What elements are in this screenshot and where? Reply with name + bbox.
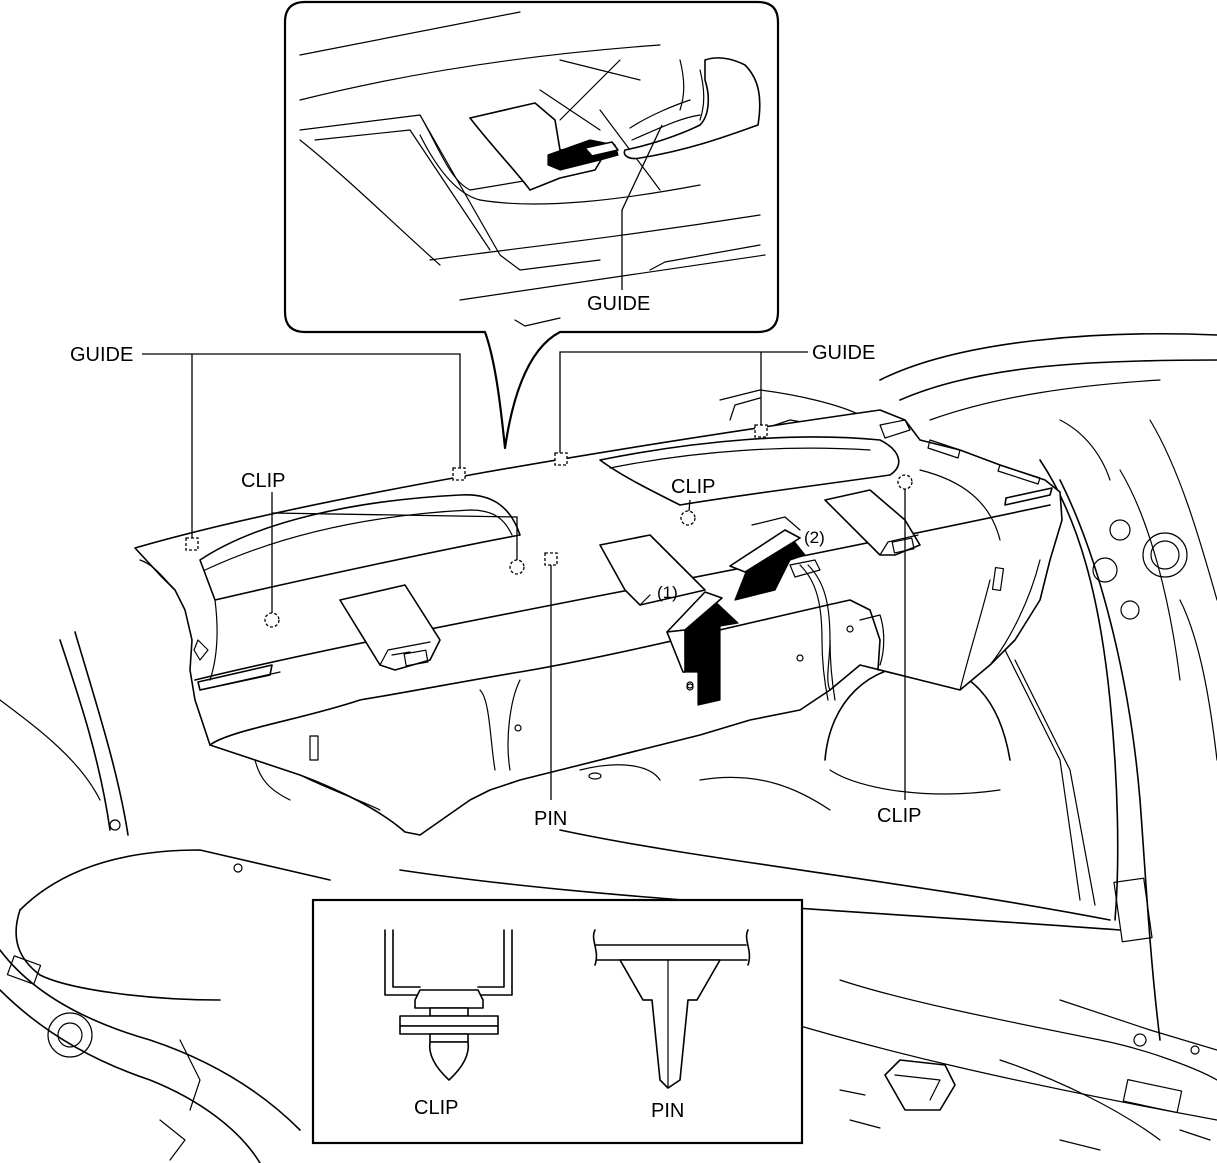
label-guide-right: GUIDE (812, 342, 875, 364)
clip-illustration (384, 929, 513, 1081)
clip-marker-1 (264, 612, 280, 628)
pin-marker (544, 552, 558, 566)
clip-marker-4 (897, 474, 913, 490)
removal-arrow-2 (729, 516, 821, 601)
guide-marker-1 (185, 537, 199, 551)
removal-arrow-1 (666, 591, 739, 706)
markers (185, 424, 913, 628)
label-clip-right: CLIP (877, 805, 921, 827)
label-guide-detail: GUIDE (587, 293, 650, 315)
label-pin-inset: PIN (651, 1100, 684, 1122)
guide-marker-2 (452, 467, 466, 481)
leader-lines (142, 351, 906, 800)
pin-illustration (592, 929, 751, 1089)
vehicle-body-background (0, 333, 1217, 1163)
label-clip-left: CLIP (241, 470, 285, 492)
label-step-2: (2) (804, 528, 825, 547)
clip-marker-3 (680, 510, 696, 526)
label-guide-left: GUIDE (70, 344, 133, 366)
labels: GUIDE GUIDE GUIDE CLIP CLIP CLIP PIN (1)… (70, 293, 921, 1122)
label-pin-main: PIN (534, 808, 567, 830)
label-clip-inset: CLIP (414, 1097, 458, 1119)
clip-pin-inset (311, 898, 804, 1145)
label-clip-center: CLIP (671, 476, 715, 498)
guide-marker-3 (554, 452, 568, 466)
guide-marker-4 (754, 424, 768, 438)
guide-detail-callout (283, 0, 780, 450)
rear-package-tray (134, 409, 1063, 836)
label-step-1: (1) (657, 583, 678, 602)
clip-marker-2 (509, 559, 525, 575)
